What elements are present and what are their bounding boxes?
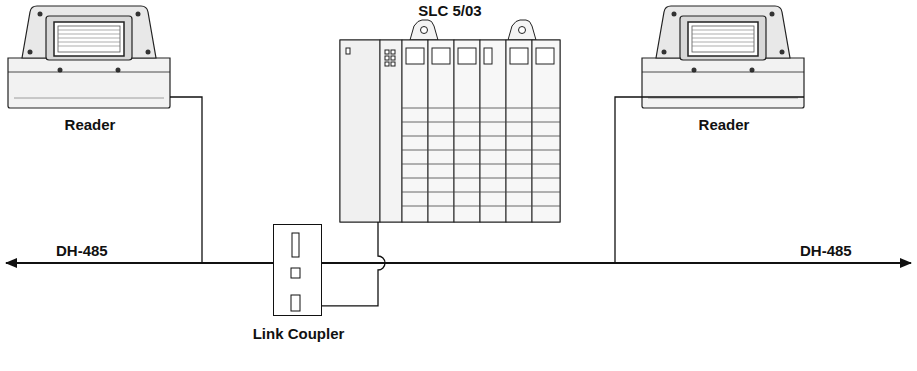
reader-node: Reader [5,2,175,138]
node-label: SLC 5/03 [380,2,520,20]
node-label: Link Coupler [229,325,369,343]
node-label: Reader [654,116,794,134]
bus-label: DH-485 [800,242,852,260]
cable [322,222,385,306]
reader-node: Reader [639,2,809,138]
drop-wire [615,97,804,263]
reader-illustration [8,6,170,108]
coupler-box: Link Coupler [273,224,322,316]
bus-line [6,262,911,264]
bus-label: DH-485 [56,242,108,260]
plc-chassis [340,20,560,222]
reader-illustration [642,6,804,108]
drop-wire [170,97,202,263]
coupler-ports [274,225,320,314]
terminal-rows [402,108,560,206]
node-label: Reader [20,116,160,134]
plc-node: SLC 5/03 [340,2,560,222]
